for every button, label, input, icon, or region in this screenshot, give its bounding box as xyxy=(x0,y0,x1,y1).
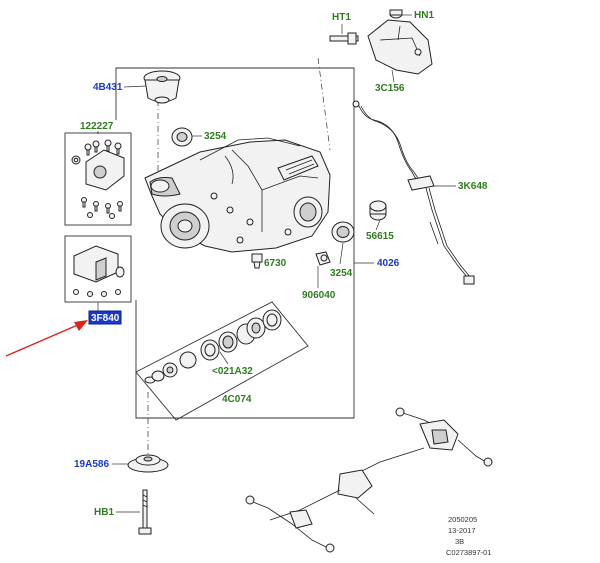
callout-3k648: 3K648 xyxy=(458,181,488,192)
callout-021a32: <021A32 xyxy=(212,366,253,377)
callout-hn1: HN1 xyxy=(414,10,434,21)
differential-housing-part xyxy=(144,137,331,253)
callout-906040: 906040 xyxy=(302,290,336,301)
axis-line-top xyxy=(317,57,331,151)
seal-kit-contents xyxy=(144,309,282,384)
bolt-kit-contents xyxy=(71,139,125,219)
callout-4026: 4026 xyxy=(377,258,400,269)
oil-seal-part-upper xyxy=(171,127,193,147)
vehicle-driveline-thumbnail xyxy=(245,407,493,553)
leader-lines xyxy=(97,14,456,513)
callout-3254-lower: 3254 xyxy=(330,268,353,279)
highlight-box-3f840 xyxy=(88,310,122,325)
sensor-plug-part xyxy=(315,251,331,266)
footer-ref: C0273897-01 xyxy=(446,548,491,557)
footer-code: 2050205 xyxy=(448,515,477,524)
callout-56615: 56615 xyxy=(366,231,394,242)
callout-4b431: 4B431 xyxy=(93,82,123,93)
breather-cap-part xyxy=(369,200,387,221)
callout-3f840: 3F840 xyxy=(91,313,120,324)
assembly-frame xyxy=(115,67,355,419)
actuator-contents xyxy=(73,245,125,297)
callout-6730: 6730 xyxy=(264,258,287,269)
footer-date: 13-2017 xyxy=(448,526,476,535)
mount-bolt-part xyxy=(138,489,152,535)
callout-122227: 122227 xyxy=(80,121,114,132)
upper-bracket-part xyxy=(329,9,433,75)
mount-bushing-part xyxy=(143,70,181,104)
callout-3c156: 3C156 xyxy=(375,83,405,94)
red-pointer-arrow xyxy=(5,320,88,357)
callout-ht1: HT1 xyxy=(332,12,351,23)
callout-4c074: 4C074 xyxy=(222,394,252,405)
footer-rev: 3B xyxy=(455,537,464,546)
oil-seal-part-lower xyxy=(331,221,355,243)
lower-mount-bushing-part xyxy=(127,454,169,473)
callout-19a586: 19A586 xyxy=(74,459,109,470)
callout-hb1: HB1 xyxy=(94,507,114,518)
drain-plug-part xyxy=(251,253,263,269)
callout-3254-upper: 3254 xyxy=(204,131,227,142)
seal-kit-box xyxy=(135,301,309,421)
wiring-harness-part xyxy=(352,100,475,285)
